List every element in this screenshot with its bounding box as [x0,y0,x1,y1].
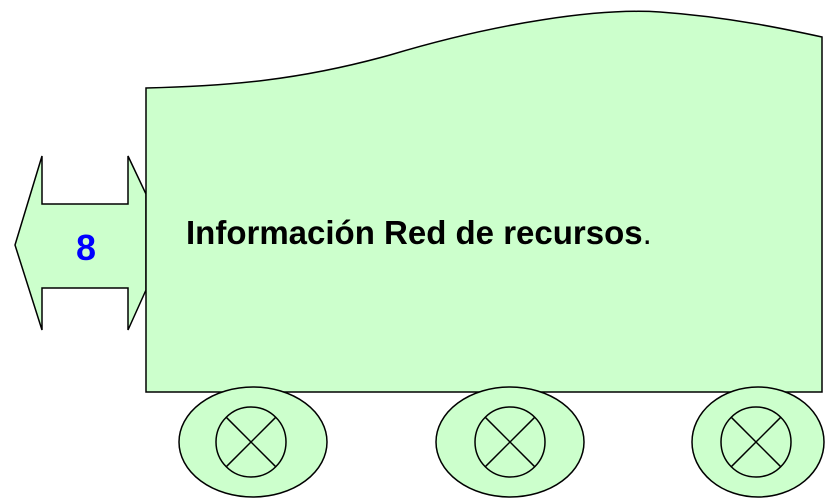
arrow-number-text: 8 [76,227,97,268]
wheel-left [178,386,328,498]
double-arrow [14,155,147,331]
wagon-title-period: . [642,214,652,251]
wheel-middle [435,386,585,498]
wheel-right [691,386,825,498]
wagon-body [145,10,823,393]
wagon-title-text: Información Red de recursos [186,214,643,251]
arrow-number: 8 [76,227,96,269]
wagon-title: Información Red de recursos. [186,214,652,252]
